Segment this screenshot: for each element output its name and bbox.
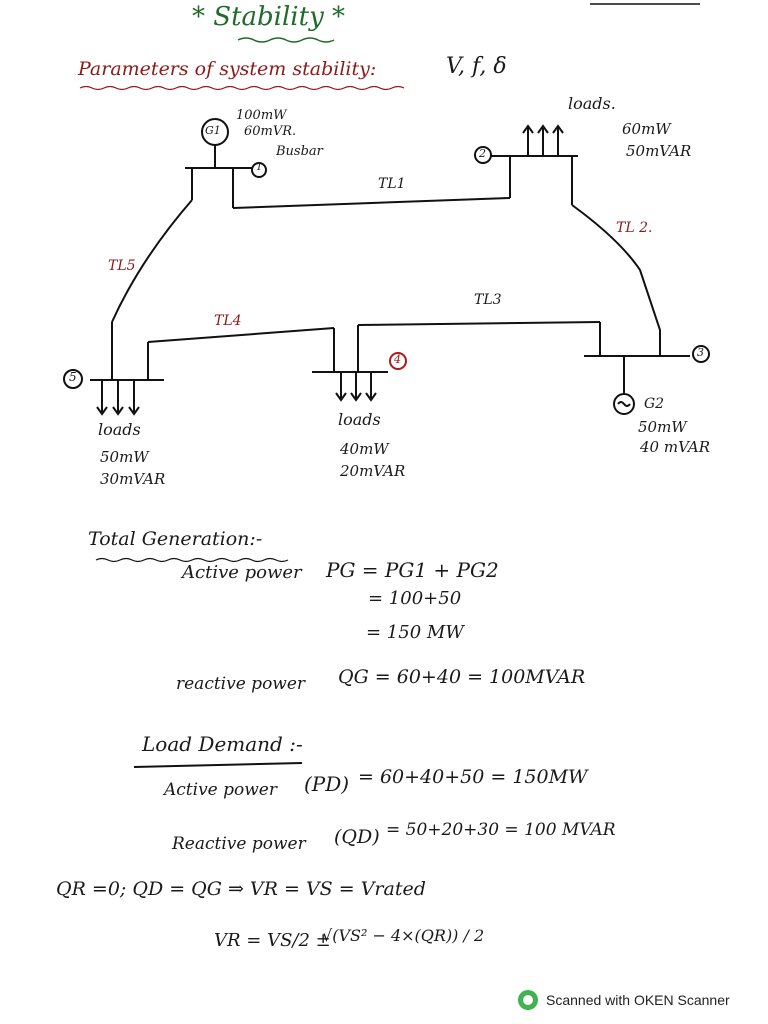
g2-rating-mvar: 40 mVAR	[640, 438, 711, 456]
tl3-label: TL3	[474, 292, 502, 308]
scanner-footer-text: Scanned with OKEN Scanner	[546, 992, 730, 1008]
generator-g2-label: G2	[644, 396, 665, 412]
tg-active-label: Active power	[182, 562, 302, 583]
tg-active-formula: PG = PG1 + PG2	[326, 558, 499, 582]
loads-bus5-label: loads	[98, 420, 141, 439]
g1-rating-mvar: 60mVR.	[244, 124, 297, 139]
total-generation-heading: Total Generation:-	[88, 528, 263, 550]
parameters-heading: Parameters of system stability:	[78, 58, 377, 80]
loads-bus4-mvar: 20mVAR	[340, 462, 406, 480]
busbar-label: Busbar	[276, 144, 323, 159]
equation-line-1: QR =0; QD = QG ⇒ VR = VS = Vrated	[56, 878, 426, 900]
loads-bus2-label: loads.	[568, 94, 616, 113]
g1-rating-mw: 100mW	[236, 108, 287, 123]
tl5-label: TL5	[108, 258, 136, 274]
scanner-logo-icon	[518, 990, 538, 1010]
tl1-label: TL1	[378, 176, 406, 192]
bus-4-number: 4	[394, 353, 401, 366]
tl4-label: TL4	[214, 313, 242, 329]
g2-rating-mw: 50mW	[638, 418, 687, 436]
parameters-symbols: V, f, δ	[446, 54, 507, 79]
loads-bus4-label: loads	[338, 410, 381, 429]
tg-active-step1: = 100+50	[368, 588, 462, 609]
loads-bus5-mw: 50mW	[100, 448, 149, 466]
loads-bus2-mw: 60mW	[622, 120, 671, 138]
ld-active-symbol: (PD)	[304, 772, 350, 796]
equation-line-2-lhs: VR = VS/2 ±	[214, 930, 331, 951]
bus-1-number: 1	[256, 162, 263, 173]
bus-2-number: 2	[479, 147, 486, 160]
ld-active-label: Active power	[164, 780, 277, 800]
ld-active-formula: = 60+40+50 = 150MW	[358, 766, 588, 788]
scanner-footer: Scanned with OKEN Scanner	[518, 990, 730, 1010]
ld-reactive-symbol: (QD)	[334, 826, 380, 848]
loads-bus5-mvar: 30mVAR	[100, 470, 166, 488]
bus-5-number: 5	[69, 370, 77, 384]
bus-3-number: 3	[697, 346, 704, 359]
ld-reactive-label: Reactive power	[172, 834, 306, 854]
tg-reactive-label: reactive power	[176, 674, 306, 694]
tg-active-step2: = 150 MW	[366, 622, 464, 643]
tl2-label: TL 2.	[616, 220, 653, 236]
ld-reactive-formula: = 50+20+30 = 100 MVAR	[386, 820, 616, 840]
tg-reactive-formula: QG = 60+40 = 100MVAR	[338, 666, 586, 688]
generator-g1-label: G1	[205, 124, 221, 137]
loads-bus2-mvar: 50mVAR	[626, 142, 692, 160]
equation-line-2-rhs: √(VS² − 4×(QR)) / 2	[322, 926, 485, 945]
loads-bus4-mw: 40mW	[340, 440, 389, 458]
page-title: * Stability *	[192, 2, 346, 32]
load-demand-heading: Load Demand :-	[142, 732, 303, 756]
generator-g2-symbol	[613, 393, 635, 415]
